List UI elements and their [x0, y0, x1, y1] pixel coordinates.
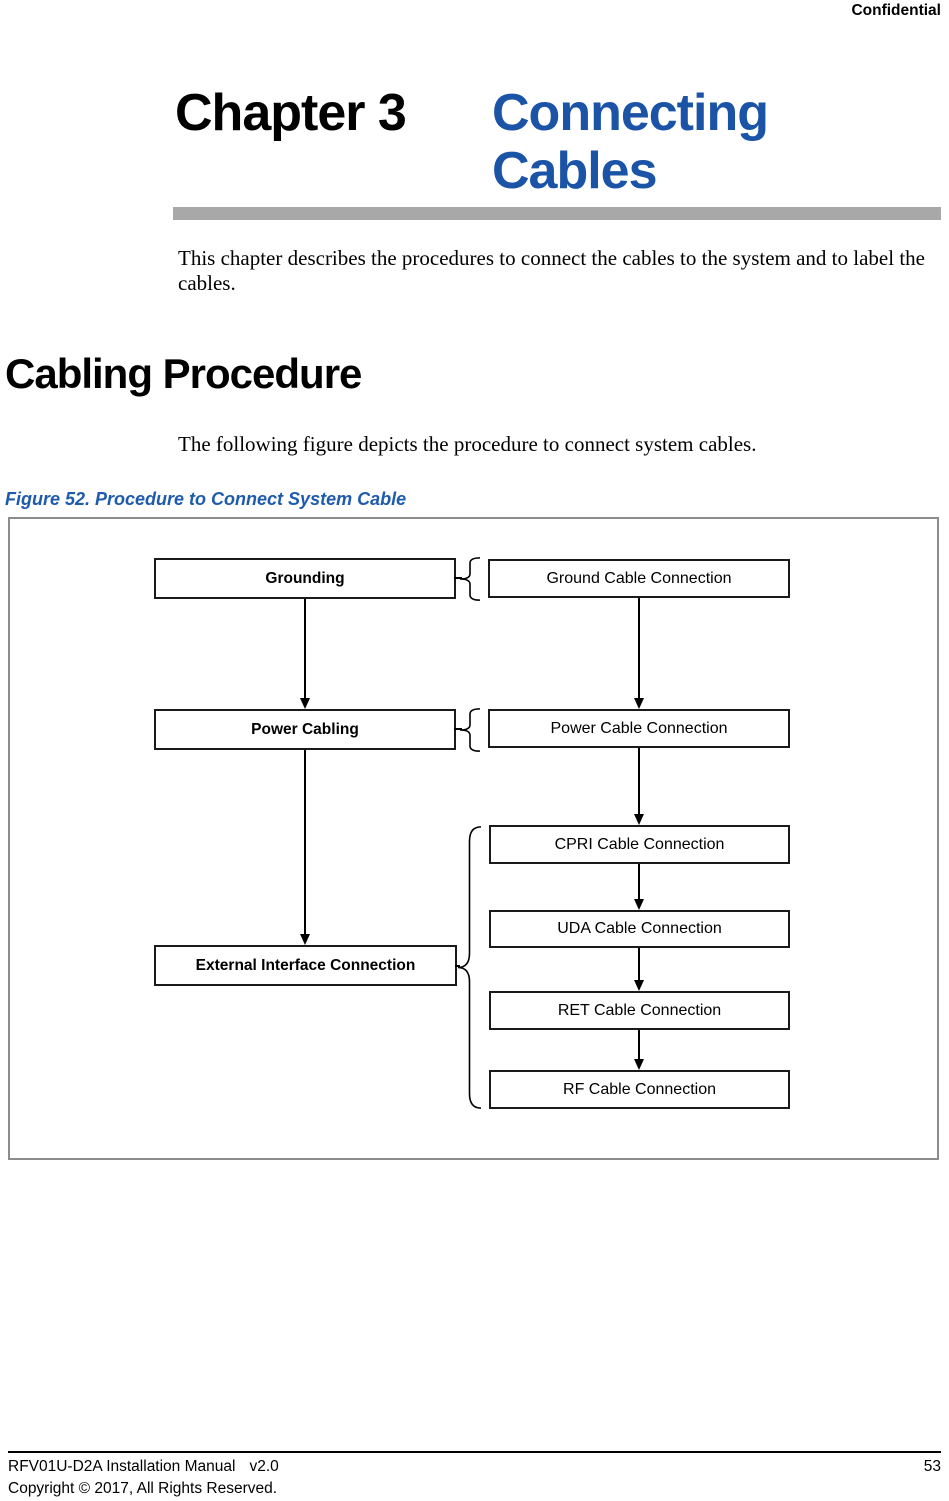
footer-copyright: Copyright © 2017, All Rights Reserved. — [8, 1480, 278, 1497]
intro-paragraph: This chapter describes the procedures to… — [178, 246, 925, 295]
brace-connector-line — [454, 577, 462, 579]
flow-node-cpri-cable-connection: CPRI Cable Connection — [489, 825, 790, 864]
brace-connector-line — [455, 965, 460, 967]
chapter-number: Chapter 3 — [175, 84, 407, 142]
figure-caption: Figure 52. Procedure to Connect System C… — [5, 489, 407, 509]
manual-version: v2.0 — [249, 1458, 279, 1475]
flow-node-ret-cable-connection: RET Cable Connection — [489, 991, 790, 1030]
footer-divider — [8, 1451, 941, 1453]
brace-icon — [458, 824, 481, 1111]
chapter-title: Connecting Cables — [492, 84, 769, 200]
flow-node-power-cabling: Power Cabling — [154, 709, 456, 750]
section-heading: Cabling Procedure — [5, 350, 362, 397]
flow-node-rf-cable-connection: RF Cable Connection — [489, 1070, 790, 1109]
page-number: 53 — [923, 1458, 941, 1475]
heading-divider-bar — [173, 207, 941, 220]
confidential-marking: Confidential — [851, 2, 941, 19]
manual-name: RFV01U-D2A Installation Manual — [8, 1458, 236, 1475]
footer-manual-title: RFV01U-D2A Installation Manual v2.0 — [8, 1458, 279, 1476]
flow-node-grounding: Grounding — [154, 558, 456, 599]
section-body-text: The following figure depicts the procedu… — [178, 432, 757, 456]
brace-icon — [460, 557, 480, 601]
figure-flowchart: Grounding Power Cabling External Interfa… — [8, 517, 939, 1160]
brace-icon — [460, 708, 480, 752]
brace-connector-line — [454, 728, 462, 730]
flow-node-power-cable-connection: Power Cable Connection — [488, 709, 790, 748]
flow-node-ground-cable-connection: Ground Cable Connection — [488, 559, 790, 598]
flow-node-uda-cable-connection: UDA Cable Connection — [489, 910, 790, 948]
flow-node-external-interface-connection: External Interface Connection — [154, 945, 457, 986]
